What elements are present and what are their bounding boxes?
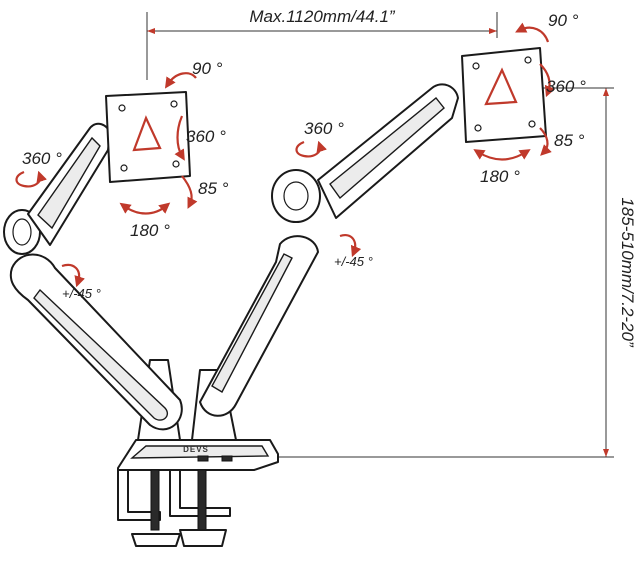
right-tilt-label: 90 ° — [548, 11, 579, 30]
brand-logo: DEVS — [183, 445, 209, 454]
left-base-label: +/-45 ° — [62, 286, 101, 301]
left-elbow-indicator: 360 ° — [15, 149, 62, 188]
left-swivel-label: 85 ° — [198, 179, 229, 198]
usb-port — [221, 455, 233, 462]
usb-port — [197, 455, 209, 462]
right-rotate-indicator: 360 ° — [539, 63, 586, 98]
height-label: 185-510mm/7.2-20” — [618, 197, 637, 348]
right-rotate-label: 360 ° — [546, 77, 586, 96]
right-base-label: +/-45 ° — [334, 254, 373, 269]
width-dimension: Max.1120mm/44.1” — [146, 7, 498, 80]
right-pan-indicator: 180 ° — [473, 149, 531, 186]
right-pan-label: 180 ° — [480, 167, 520, 186]
left-vesa-plate — [105, 91, 191, 183]
height-dimension: 185-510mm/7.2-20” — [270, 87, 637, 458]
right-swivel-label: 85 ° — [554, 131, 585, 150]
left-tilt-label: 90 ° — [192, 59, 223, 78]
left-arm — [3, 91, 191, 441]
left-rotate-indicator: 360 ° — [174, 115, 226, 161]
width-label: Max.1120mm/44.1” — [249, 7, 396, 26]
right-tilt-indicator: 90 ° — [515, 11, 579, 43]
right-elbow-label: 360 ° — [304, 119, 344, 138]
left-pan-indicator: 180 ° — [119, 202, 171, 240]
left-elbow-label: 360 ° — [22, 149, 62, 168]
right-base-indicator: +/-45 ° — [334, 234, 373, 269]
left-swivel-indicator: 85 ° — [181, 175, 229, 209]
desk-clamp-base: DEVS — [117, 439, 279, 547]
left-base-indicator: +/-45 ° — [61, 263, 101, 301]
right-elbow-indicator: 360 ° — [295, 119, 344, 158]
right-swivel-indicator: 85 ° — [539, 127, 585, 156]
right-vesa-plate — [461, 47, 547, 143]
left-rotate-label: 360 ° — [186, 127, 226, 146]
left-pan-label: 180 ° — [130, 221, 170, 240]
left-tilt-indicator: 90 ° — [164, 59, 223, 89]
right-arm — [191, 47, 547, 441]
